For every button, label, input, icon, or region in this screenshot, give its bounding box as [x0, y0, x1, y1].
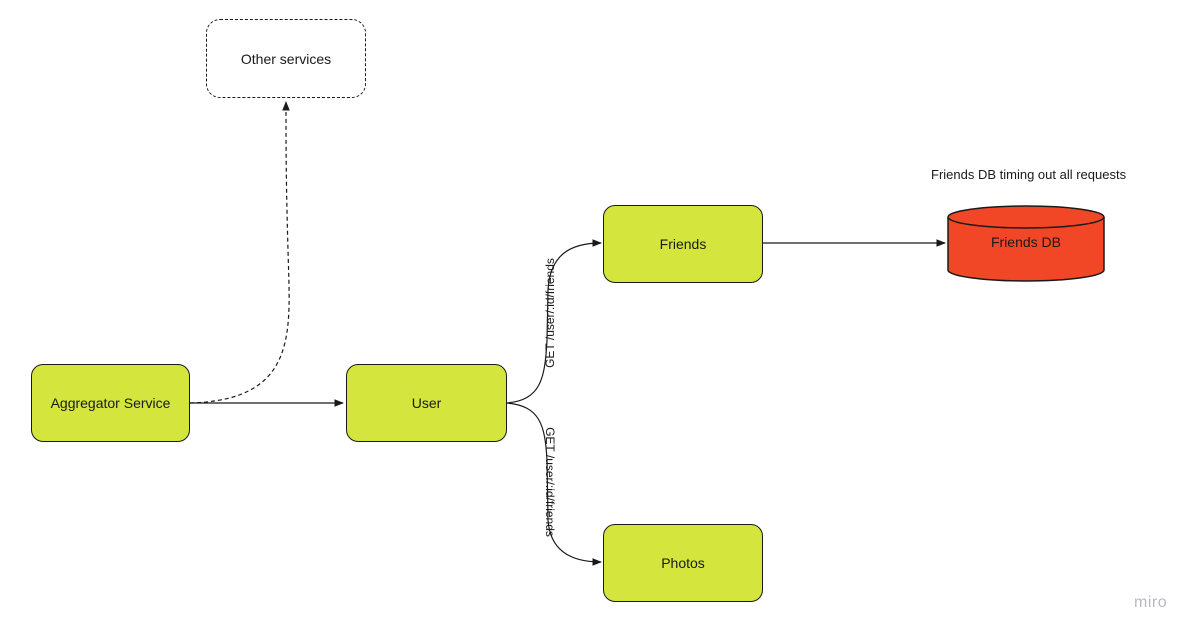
edge-aggregator-to-other-services[interactable] — [189, 101, 290, 404]
friends-label: Friends — [659, 236, 707, 252]
photos-label: Photos — [661, 555, 705, 571]
miro-watermark: miro — [1134, 594, 1168, 611]
friends-node[interactable]: Friends — [603, 205, 763, 283]
other-services-node[interactable]: Other services — [206, 19, 366, 98]
edge-label-user-to-photos: GET /user/:id/friends — [543, 427, 557, 537]
aggregator-service-node[interactable]: Aggregator Service — [31, 364, 190, 442]
user-node[interactable]: User — [346, 364, 507, 442]
aggregator-service-label: Aggregator Service — [50, 395, 171, 411]
edge-label-user-to-friends: GET /user/:id/friends — [543, 258, 557, 368]
photos-node[interactable]: Photos — [603, 524, 763, 602]
user-label: User — [411, 395, 442, 411]
edge-user-to-friends[interactable] — [506, 239, 602, 404]
other-services-label: Other services — [240, 50, 332, 67]
db-status-annotation: Friends DB timing out all requests — [931, 167, 1127, 182]
friends-db-cylinder[interactable] — [947, 205, 1105, 282]
edge-user-to-photos[interactable] — [506, 402, 602, 566]
friends-db-label: Friends DB — [990, 234, 1062, 250]
